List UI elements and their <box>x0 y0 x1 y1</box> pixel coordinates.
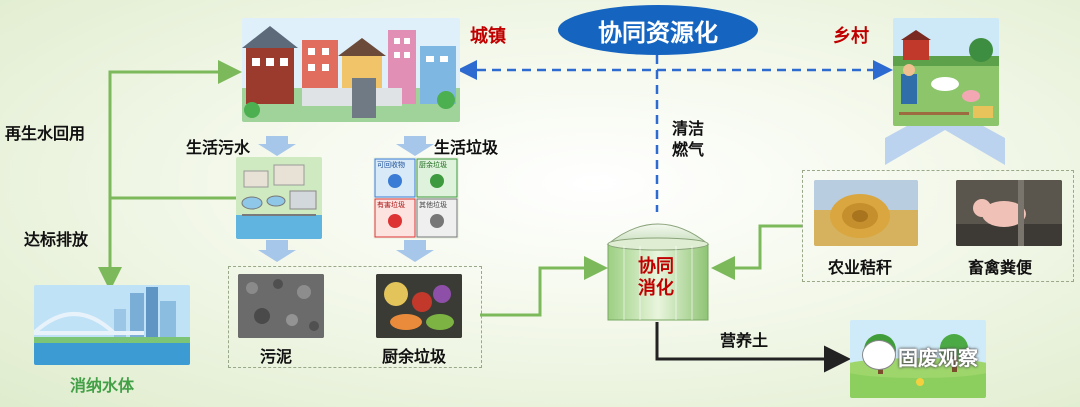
water-body-illustration <box>34 285 190 365</box>
clean-gas-label-line1: 清洁 <box>672 119 705 138</box>
receiving-water-label: 消纳水体 <box>70 376 135 395</box>
co-digestion-label-line1: 协同 <box>638 256 674 277</box>
town-label: 城镇 <box>470 26 506 47</box>
clean-gas-label-line2: 燃气 <box>672 140 705 159</box>
reclaimed-water-label: 再生水回用 <box>5 124 86 143</box>
garbage-bins-illustration: 可回收物 厨余垃圾 有害垃圾 其他垃圾 <box>373 157 459 239</box>
watermark: 固废观察 <box>898 346 978 370</box>
wechat-icon <box>862 340 896 370</box>
kitchen-down-arrow <box>396 240 434 262</box>
agriculture-group-box <box>802 170 1074 282</box>
agri-to-digester-arrow <box>711 224 802 280</box>
sewage-plant-illustration <box>236 157 322 239</box>
standard-discharge-label: 达标排放 <box>24 230 89 249</box>
manure-photo <box>956 180 1062 246</box>
straw-label: 农业秸秆 <box>828 258 893 277</box>
waste-to-digester-arrow <box>480 256 608 317</box>
village-label: 乡村 <box>833 26 869 47</box>
straw-photo <box>814 180 918 246</box>
title-oval: 协同资源化 <box>558 5 758 55</box>
waste-group-box <box>228 266 482 368</box>
village-illustration <box>893 18 999 126</box>
sludge-label: 污泥 <box>260 347 293 366</box>
town-illustration <box>242 18 460 122</box>
garbage-down-arrow <box>396 136 434 156</box>
nutrient-soil-arrow <box>655 322 851 373</box>
co-digestion-label: 协同 消化 <box>630 256 682 300</box>
manure-label: 畜禽粪便 <box>968 258 1033 277</box>
sewage-down-arrow <box>258 136 296 156</box>
bin-other-label: 其他垃圾 <box>419 201 447 209</box>
kitchen-waste-label: 厨余垃圾 <box>382 347 447 366</box>
domestic-sewage-label: 生活污水 <box>186 138 251 157</box>
sludge-photo <box>238 274 324 338</box>
reclaimed-water-arrow <box>108 60 242 200</box>
co-digestion-label-line2: 消化 <box>638 278 674 299</box>
sludge-down-arrow <box>258 240 296 262</box>
digester-tank <box>604 210 712 322</box>
kitchen-waste-photo <box>376 274 462 338</box>
bin-kitchen-label: 厨余垃圾 <box>419 161 447 169</box>
bin-recyclable-label: 可回收物 <box>377 161 405 169</box>
nutrient-soil-label: 营养土 <box>720 331 769 350</box>
domestic-garbage-label: 生活垃圾 <box>434 138 499 157</box>
bin-hazardous-label: 有害垃圾 <box>377 201 405 209</box>
